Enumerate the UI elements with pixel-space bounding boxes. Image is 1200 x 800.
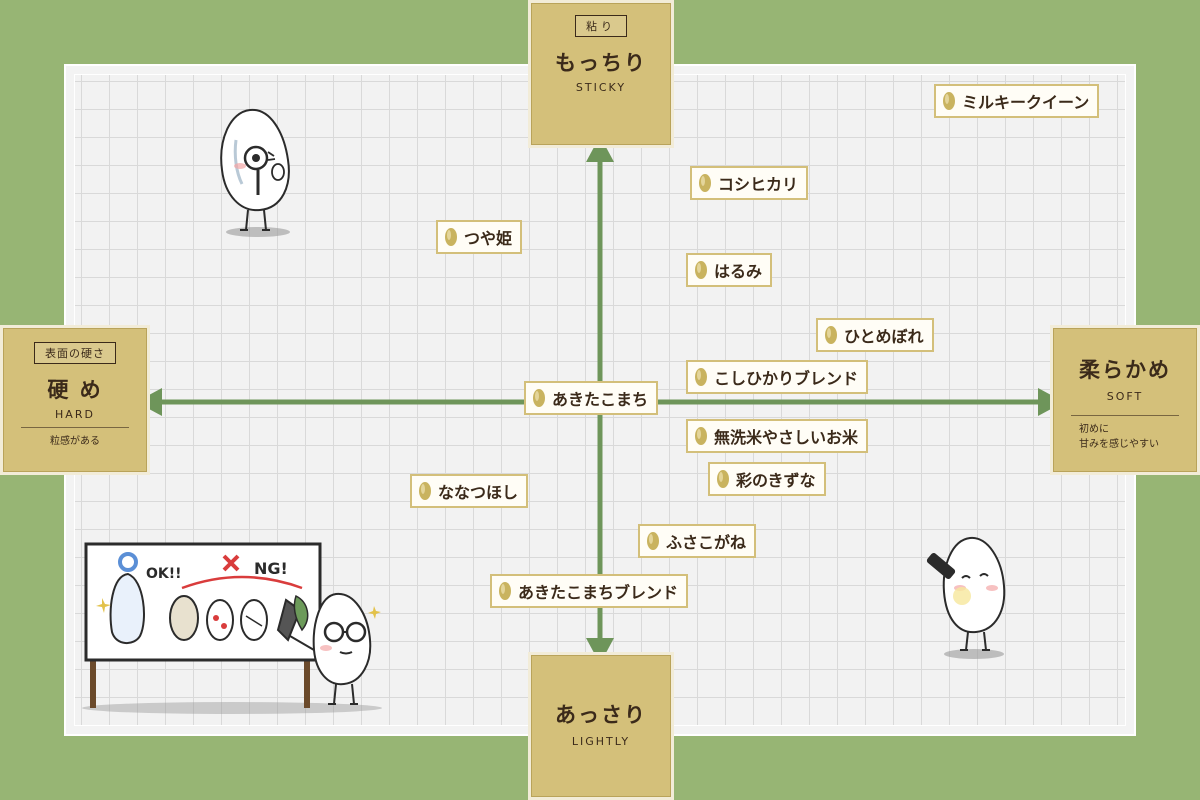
axis-top-title: もっちり bbox=[555, 50, 647, 75]
variety-label[interactable]: つや姫 bbox=[436, 220, 523, 254]
axis-bottom-english: LIGHTLY bbox=[571, 735, 631, 748]
axis-top-box: 粘り もっちり STICKY bbox=[528, 0, 674, 148]
rice-grain-icon bbox=[943, 92, 955, 110]
axis-right-title: 柔らかめ bbox=[1079, 357, 1171, 382]
axis-left-box: 表面の硬さ 硬 め HARD 粒感がある bbox=[0, 325, 150, 475]
rice-grain-icon bbox=[419, 482, 431, 500]
variety-name: あきたこまち bbox=[552, 390, 649, 409]
variety-label[interactable]: ふさこがね bbox=[638, 524, 757, 558]
variety-name: こしひかりブレンド bbox=[714, 369, 859, 388]
pointer-stick bbox=[289, 635, 315, 651]
axis-left-rule bbox=[21, 427, 129, 428]
whiteboard-teacher-illustration: OK!! NG! bbox=[82, 542, 382, 714]
axis-right-box: 柔らかめ SOFT 初めに 甘みを感じやすい bbox=[1050, 325, 1200, 475]
axis-left-title: 硬 め bbox=[47, 377, 103, 402]
variety-name: ミルキークイーン bbox=[962, 93, 1090, 112]
variety-label[interactable]: ななつほし bbox=[410, 474, 529, 508]
sign-ok-text: OK!! bbox=[146, 566, 182, 582]
axis-left-tag: 表面の硬さ bbox=[34, 342, 116, 364]
axis-top-english: STICKY bbox=[575, 81, 627, 94]
flashlight-icon bbox=[926, 552, 956, 580]
variety-label[interactable]: ミルキークイーン bbox=[934, 84, 1100, 118]
sign-ng-text: NG! bbox=[254, 559, 288, 578]
whiteboard-leg-right bbox=[304, 640, 310, 708]
variety-name: 彩のきずな bbox=[736, 471, 816, 490]
rice-grain-icon bbox=[699, 174, 711, 192]
rice-grain-icon bbox=[499, 582, 511, 600]
rice-grain-icon bbox=[533, 389, 545, 407]
variety-label[interactable]: 彩のきずな bbox=[708, 462, 826, 496]
arrow-up-icon bbox=[586, 136, 614, 162]
axis-left-desc: 粒感がある bbox=[50, 436, 100, 447]
axis-right-desc-line2: 甘みを感じやすい bbox=[1079, 439, 1159, 450]
variety-name: つや姫 bbox=[464, 229, 513, 248]
variety-name: コシヒカリ bbox=[718, 175, 799, 194]
rice-grain-icon bbox=[695, 261, 707, 279]
whiteboard-leg-left bbox=[90, 640, 96, 708]
variety-label[interactable]: はるみ bbox=[686, 253, 773, 287]
rice-grain-icon bbox=[825, 326, 837, 344]
variety-label[interactable]: あきたこまち bbox=[524, 381, 659, 415]
rice-character-flashlight-illustration bbox=[926, 536, 1006, 659]
axis-right-desc: 初めに 甘みを感じやすい bbox=[1053, 422, 1197, 452]
axis-bottom-title: あっさり bbox=[555, 702, 647, 727]
variety-name: ひとめぼれ bbox=[844, 327, 924, 346]
variety-name: ふさこがね bbox=[666, 533, 747, 552]
rice-grain-icon bbox=[695, 368, 707, 386]
rice-grain-icon bbox=[445, 228, 457, 246]
rice-grain-icon bbox=[647, 532, 659, 550]
axis-right-desc-line1: 初めに bbox=[1079, 424, 1109, 435]
variety-label[interactable]: あきたこまちブレンド bbox=[490, 574, 689, 608]
rice-grain-icon bbox=[695, 427, 707, 445]
variety-label[interactable]: ひとめぼれ bbox=[816, 318, 934, 352]
axis-right-rule bbox=[1071, 415, 1179, 416]
rice-grain-icon bbox=[717, 470, 729, 488]
axis-bottom-box: あっさり LIGHTLY bbox=[528, 652, 674, 800]
variety-label[interactable]: こしひかりブレンド bbox=[686, 360, 869, 394]
variety-name: はるみ bbox=[714, 262, 763, 281]
axis-right-english: SOFT bbox=[1106, 390, 1144, 403]
variety-name: ななつほし bbox=[438, 483, 519, 502]
ng-cross-icon bbox=[222, 554, 240, 572]
variety-label[interactable]: コシヒカリ bbox=[690, 166, 809, 200]
variety-name: あきたこまちブレンド bbox=[518, 583, 679, 602]
arrow-down-icon bbox=[586, 638, 614, 664]
rice-character-magnifier-illustration bbox=[220, 108, 290, 237]
axis-left-english: HARD bbox=[55, 408, 95, 421]
variety-name: 無洗米やさしいお米 bbox=[714, 428, 859, 447]
axis-top-tag: 粘り bbox=[575, 15, 627, 37]
variety-label[interactable]: 無洗米やさしいお米 bbox=[686, 419, 869, 453]
